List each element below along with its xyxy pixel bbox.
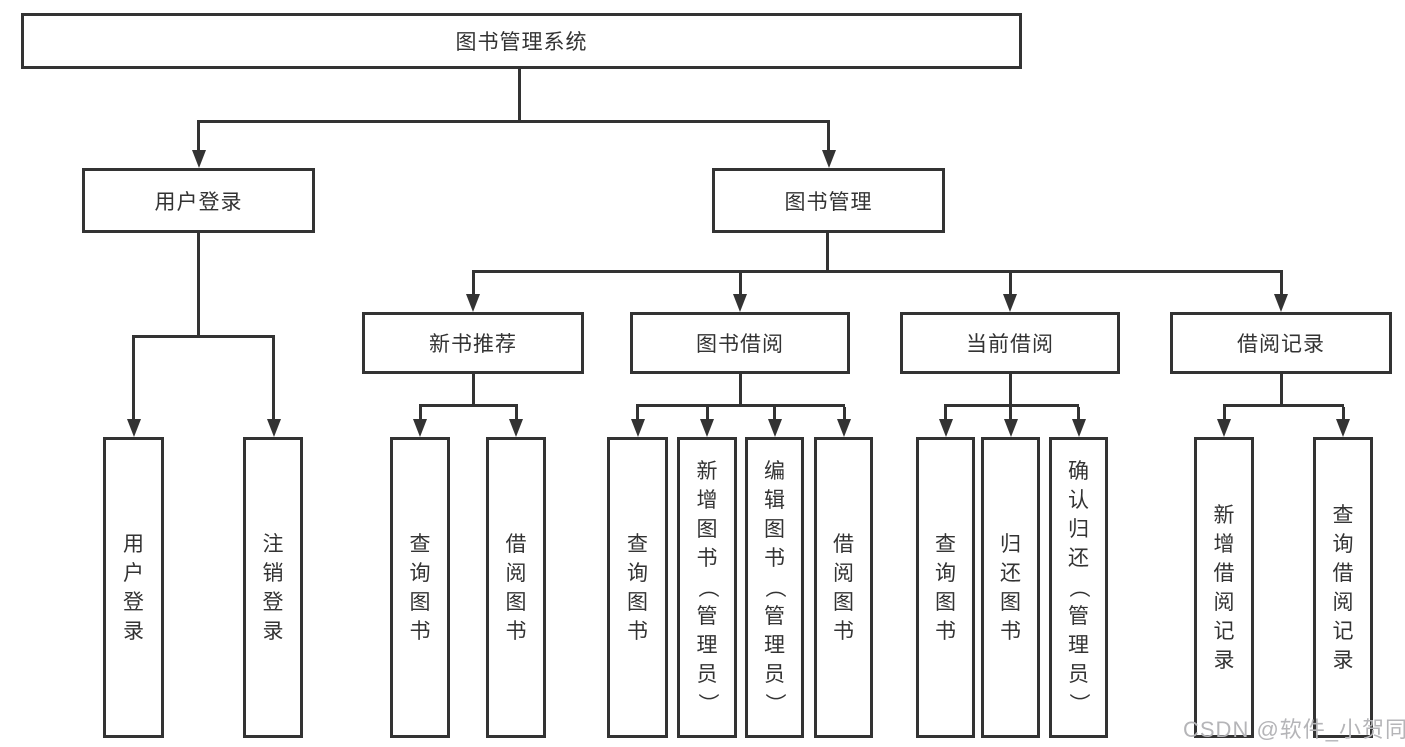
connector-line bbox=[197, 120, 830, 123]
down-arrow-icon bbox=[768, 419, 782, 437]
node-label: 查询借阅记录 bbox=[1332, 503, 1354, 672]
connector-line bbox=[739, 273, 742, 295]
node-label: 借阅记录 bbox=[1237, 333, 1325, 356]
down-arrow-icon bbox=[509, 419, 523, 437]
down-arrow-icon bbox=[631, 419, 645, 437]
connector-line bbox=[826, 233, 829, 271]
logout-leaf: 注销登录 bbox=[243, 437, 303, 738]
connector-line bbox=[515, 407, 518, 420]
down-arrow-icon bbox=[1072, 419, 1086, 437]
csdn-watermark: CSDN @软件_小贺同学 bbox=[1183, 717, 1405, 742]
connector-line bbox=[1009, 407, 1012, 420]
book-borrowing-node: 图书借阅 bbox=[630, 312, 850, 374]
user-login-node: 用户登录 bbox=[82, 168, 315, 233]
connector-line bbox=[739, 374, 742, 404]
query-books-leaf: 查询图书 bbox=[390, 437, 450, 738]
connector-line bbox=[1223, 407, 1226, 420]
query-borrow-record-leaf: 查询借阅记录 bbox=[1313, 437, 1373, 738]
node-label: 归还图书 bbox=[1000, 532, 1021, 643]
node-label: 注销登录 bbox=[262, 532, 284, 643]
connector-line bbox=[944, 407, 947, 420]
node-label: 图书管理 bbox=[784, 190, 873, 214]
add-books-admin-leaf: 新增图书（管理员） bbox=[677, 437, 737, 738]
connector-line bbox=[843, 407, 846, 420]
connector-line bbox=[636, 407, 639, 420]
down-arrow-icon bbox=[733, 294, 747, 312]
node-label: 查询图书 bbox=[409, 532, 431, 643]
node-label: 查询图书 bbox=[935, 532, 956, 643]
down-arrow-icon bbox=[822, 150, 836, 168]
down-arrow-icon bbox=[700, 419, 714, 437]
connector-line bbox=[472, 273, 475, 295]
node-label: 当前借阅 bbox=[966, 333, 1054, 356]
connector-line bbox=[1342, 407, 1345, 420]
connector-line bbox=[1280, 273, 1283, 295]
connector-line bbox=[944, 404, 1079, 407]
node-label: 用户登录 bbox=[154, 190, 243, 214]
node-label: 查询图书 bbox=[627, 532, 648, 643]
node-label: 编辑图书（管理员） bbox=[763, 460, 786, 714]
down-arrow-icon bbox=[466, 294, 480, 312]
connector-line bbox=[1223, 404, 1344, 407]
connector-line bbox=[419, 407, 422, 420]
connector-line bbox=[1009, 273, 1012, 295]
node-label: 用户登录 bbox=[123, 532, 144, 643]
node-label: 新增图书（管理员） bbox=[695, 460, 719, 714]
node-label: 图书管理系统 bbox=[455, 31, 588, 54]
root-node: 图书管理系统 bbox=[21, 13, 1022, 69]
down-arrow-icon bbox=[413, 419, 427, 437]
down-arrow-icon bbox=[1336, 419, 1350, 437]
connector-line bbox=[132, 338, 135, 420]
connector-line bbox=[827, 123, 830, 151]
borrow-books-leaf: 借阅图书 bbox=[814, 437, 873, 738]
connector-line bbox=[518, 69, 521, 121]
down-arrow-icon bbox=[267, 419, 281, 437]
down-arrow-icon bbox=[1004, 419, 1018, 437]
borrowing-records-node: 借阅记录 bbox=[1170, 312, 1392, 374]
node-label: 图书借阅 bbox=[696, 333, 784, 356]
new-book-recommend-node: 新书推荐 bbox=[362, 312, 584, 374]
edit-books-admin-leaf: 编辑图书（管理员） bbox=[745, 437, 804, 738]
book-management-node: 图书管理 bbox=[712, 168, 945, 233]
user-login-leaf: 用户登录 bbox=[103, 437, 164, 738]
down-arrow-icon bbox=[1274, 294, 1288, 312]
connector-line bbox=[472, 270, 1283, 273]
down-arrow-icon bbox=[1003, 294, 1017, 312]
connector-line bbox=[773, 407, 776, 420]
connector-line bbox=[706, 407, 709, 420]
connector-line bbox=[197, 233, 200, 335]
query-books-leaf: 查询图书 bbox=[916, 437, 975, 738]
connector-line bbox=[272, 338, 275, 420]
connector-line bbox=[636, 404, 845, 407]
node-label: 确认归还（管理员） bbox=[1067, 460, 1090, 714]
current-borrowing-node: 当前借阅 bbox=[900, 312, 1120, 374]
return-books-leaf: 归还图书 bbox=[981, 437, 1040, 738]
node-label: 借阅图书 bbox=[505, 532, 527, 643]
borrow-books-leaf: 借阅图书 bbox=[486, 437, 546, 738]
down-arrow-icon bbox=[837, 419, 851, 437]
down-arrow-icon bbox=[127, 419, 141, 437]
connector-line bbox=[197, 123, 200, 151]
add-borrow-record-leaf: 新增借阅记录 bbox=[1194, 437, 1254, 738]
connector-line bbox=[132, 335, 275, 338]
node-label: 借阅图书 bbox=[833, 532, 854, 643]
connector-line bbox=[472, 374, 475, 404]
query-books-leaf: 查询图书 bbox=[607, 437, 668, 738]
connector-line bbox=[419, 404, 518, 407]
connector-line bbox=[1009, 374, 1012, 404]
connector-line bbox=[1077, 407, 1080, 420]
down-arrow-icon bbox=[1217, 419, 1231, 437]
node-label: 新书推荐 bbox=[429, 333, 517, 356]
node-label: 新增借阅记录 bbox=[1213, 503, 1235, 672]
down-arrow-icon bbox=[192, 150, 206, 168]
confirm-return-admin-leaf: 确认归还（管理员） bbox=[1049, 437, 1108, 738]
connector-line bbox=[1280, 374, 1283, 404]
down-arrow-icon bbox=[939, 419, 953, 437]
